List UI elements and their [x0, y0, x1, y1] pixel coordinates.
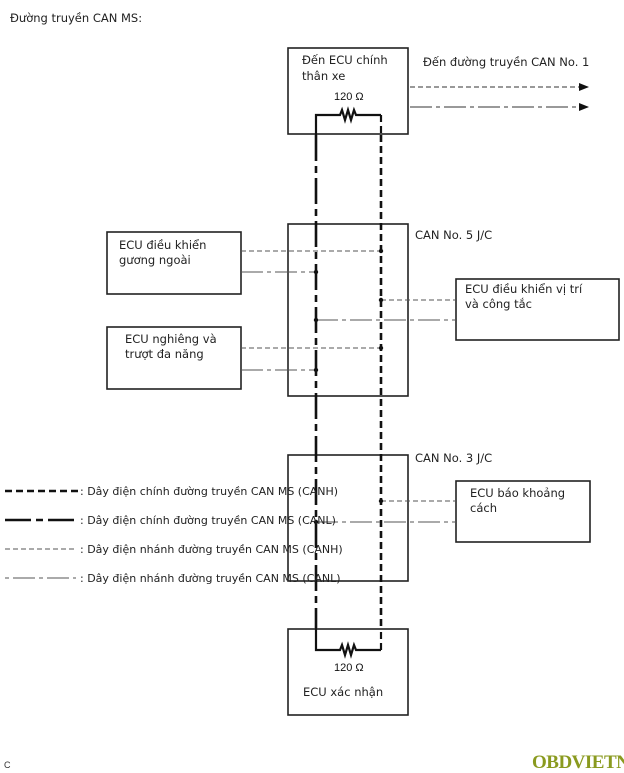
figure-code: C — [4, 760, 11, 770]
can-no1-label: Đến đường truyền CAN No. 1 — [423, 55, 589, 69]
body-ecu-label-2: thân xe — [302, 69, 345, 83]
jc5-box: CAN No. 5 J/C — [287, 223, 492, 397]
junction-dots — [313, 248, 384, 525]
position-ecu-label-2: và công tắc — [465, 297, 532, 311]
legend-text-branch-canh: : Dây điện nhánh đường truyền CAN MS (CA… — [80, 543, 343, 556]
jc5-label: CAN No. 5 J/C — [415, 228, 492, 242]
legend: : Dây điện chính đường truyền CAN MS (CA… — [5, 485, 343, 585]
cert-ecu-box: 120 Ω ECU xác nhận — [287, 628, 409, 716]
tilt-ecu-label-1: ECU nghiêng và — [125, 332, 217, 346]
tilt-ecu-box: ECU nghiêng và trượt đa năng — [106, 326, 242, 390]
clearance-ecu-box: ECU báo khoảng cách — [455, 480, 591, 543]
clearance-ecu-label-2: cách — [470, 501, 497, 515]
cert-ecu-resistor-label: 120 Ω — [334, 662, 364, 674]
legend-text-branch-canl: : Dây điện nhánh đường truyền CAN MS (CA… — [80, 572, 341, 585]
body-ecu-box: Đến ECU chính thân xe 120 Ω — [287, 47, 409, 135]
top-resistor — [314, 106, 383, 135]
bottom-resistor — [314, 628, 383, 659]
position-ecu-box: ECU điều khiển vị trí và công tắc — [455, 278, 620, 341]
mirror-ecu-label-1: ECU điều khiển — [119, 238, 206, 252]
legend-text-main-canh: : Dây điện chính đường truyền CAN MS (CA… — [80, 485, 338, 498]
jc3-box: CAN No. 3 J/C — [287, 451, 492, 582]
diagram-title: Đường truyền CAN MS: — [10, 11, 142, 25]
body-ecu-label-1: Đến ECU chính — [302, 53, 388, 67]
mirror-ecu-label-2: gương ngoài — [119, 253, 191, 267]
mirror-ecu-box: ECU điều khiển gương ngoài — [106, 231, 242, 295]
legend-text-main-canl: : Dây điện chính đường truyền CAN MS (CA… — [80, 514, 336, 527]
clearance-ecu-label-1: ECU báo khoảng — [470, 486, 565, 500]
cert-ecu-label: ECU xác nhận — [303, 685, 383, 699]
brand-watermark: OBDVIETNAM — [532, 752, 624, 773]
jc3-label: CAN No. 3 J/C — [415, 451, 492, 465]
body-ecu-resistor-label: 120 Ω — [334, 91, 364, 103]
branch-lines — [241, 250, 456, 523]
tilt-ecu-label-2: trượt đa năng — [125, 347, 204, 361]
position-ecu-label-1: ECU điều khiển vị trí — [465, 282, 583, 296]
